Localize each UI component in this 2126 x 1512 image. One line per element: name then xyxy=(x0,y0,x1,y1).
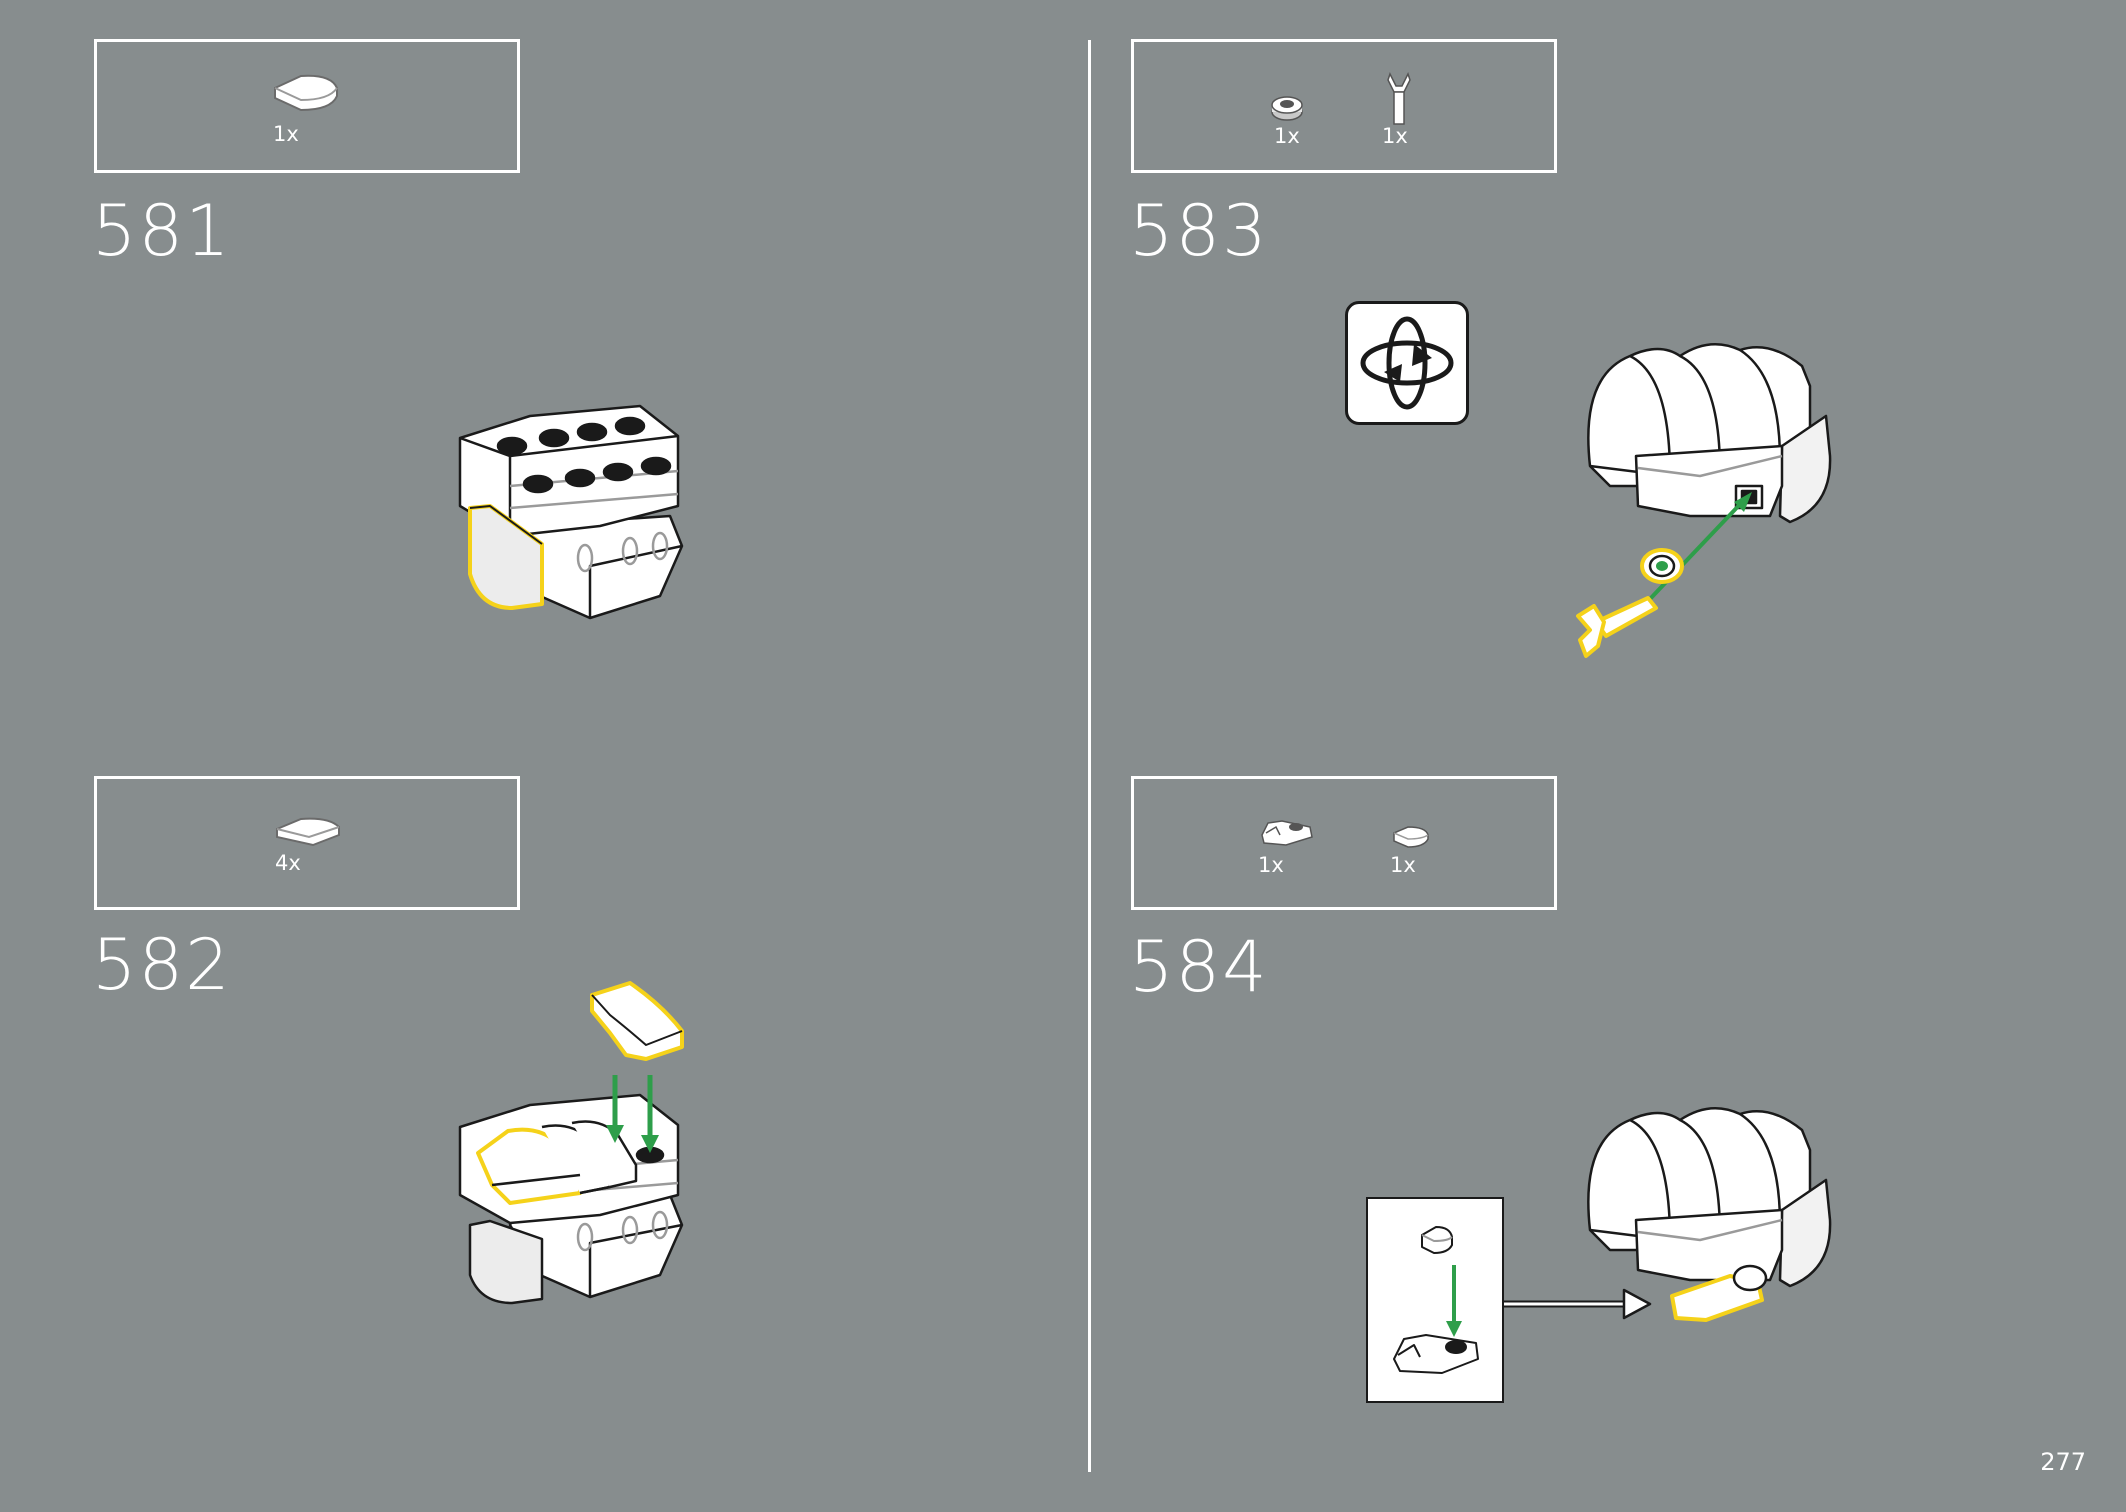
bar-with-clip-icon xyxy=(1382,70,1416,126)
part-quantity: 1x xyxy=(1390,853,1416,877)
step-581-model xyxy=(450,396,690,620)
parts-box-581: 1x xyxy=(94,39,520,173)
tile-round-half-icon xyxy=(1390,823,1432,851)
step-582-model xyxy=(450,975,700,1335)
tile-round-half-icon xyxy=(271,72,343,114)
rotate-model-icon xyxy=(1345,301,1469,425)
step-number: 584 xyxy=(1129,926,1269,1008)
page-number: 277 xyxy=(2040,1448,2086,1476)
page-divider xyxy=(1088,40,1091,1472)
step-584-model xyxy=(1500,1100,1840,1340)
round-plate-hollow-icon xyxy=(1270,94,1304,122)
step-number: 582 xyxy=(92,924,232,1006)
part-quantity: 1x xyxy=(1274,124,1300,148)
parts-box-583: 1x 1x xyxy=(1131,39,1557,173)
part-quantity: 4x xyxy=(275,851,301,875)
plate-with-clip-icon xyxy=(1256,815,1316,849)
slope-curved-icon xyxy=(273,815,343,849)
step-583-model xyxy=(1570,336,1840,676)
part-quantity: 1x xyxy=(273,122,299,146)
sub-assembly-callout xyxy=(1366,1197,1504,1403)
parts-box-584: 1x 1x xyxy=(1131,776,1557,910)
parts-box-582: 4x xyxy=(94,776,520,910)
part-quantity: 1x xyxy=(1382,124,1408,148)
part-quantity: 1x xyxy=(1258,853,1284,877)
step-number: 581 xyxy=(92,190,232,272)
step-number: 583 xyxy=(1129,190,1269,272)
